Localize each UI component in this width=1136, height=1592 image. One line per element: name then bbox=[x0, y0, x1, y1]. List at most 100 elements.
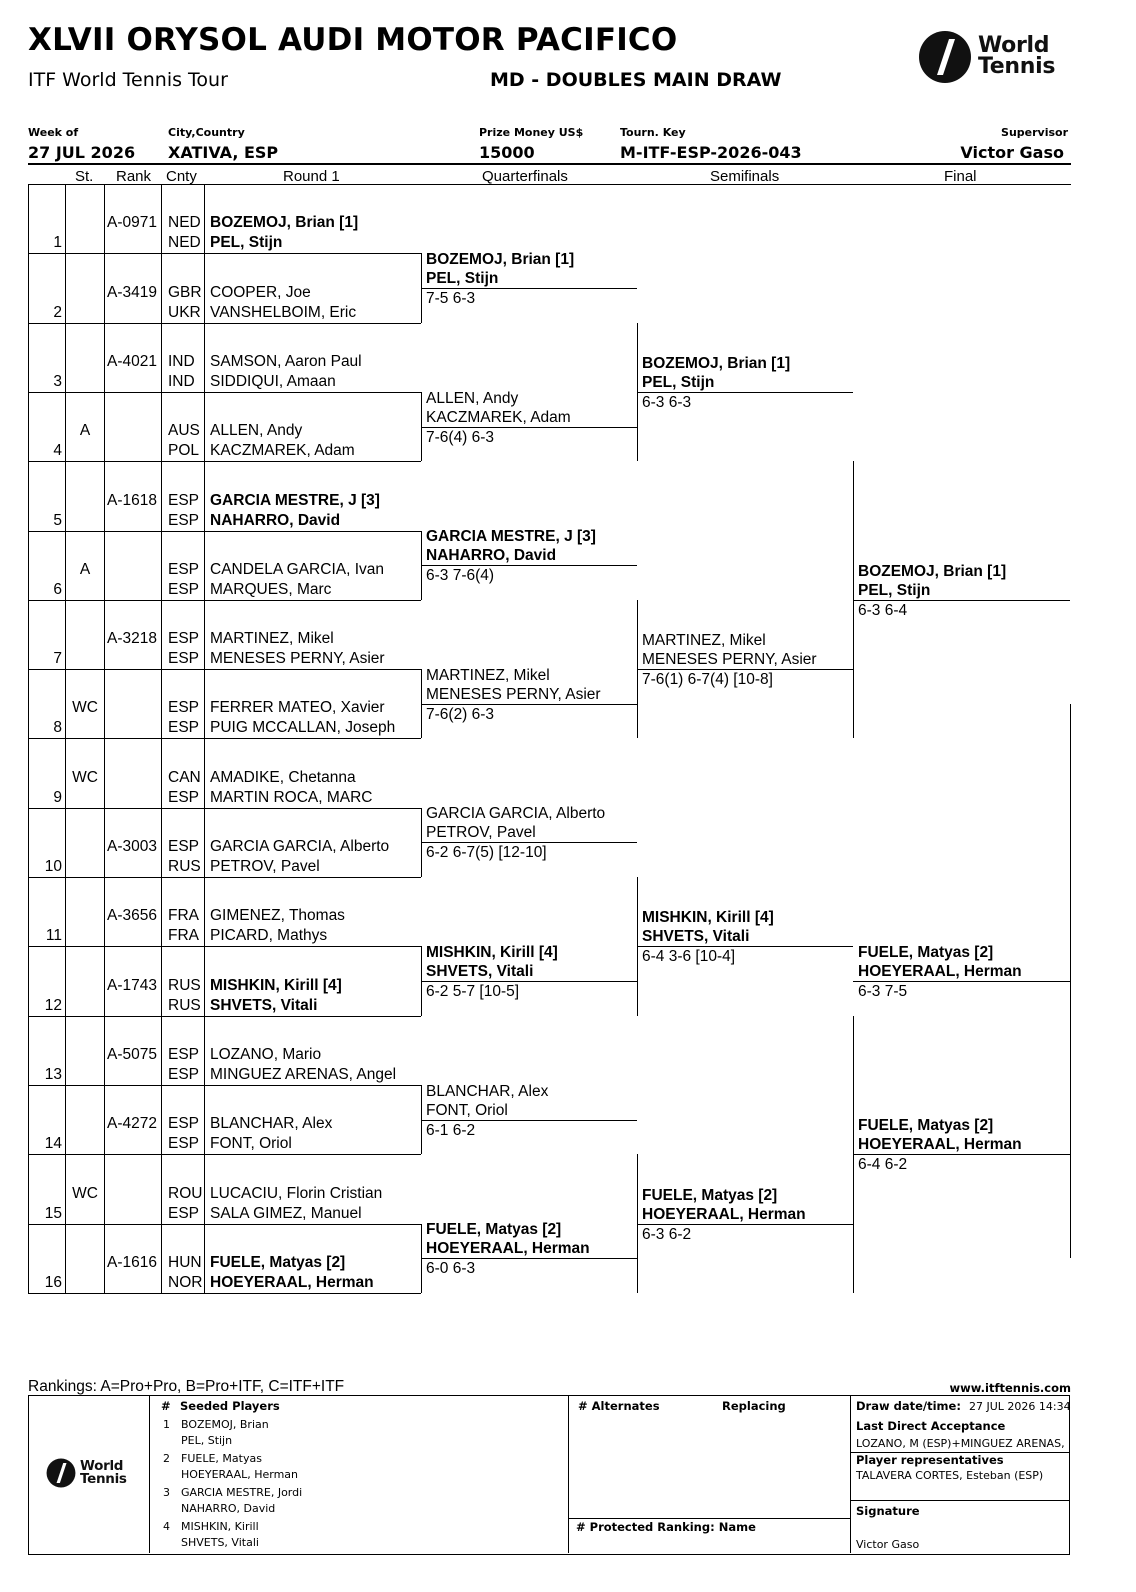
slot-divider bbox=[28, 877, 204, 878]
semifinals-line bbox=[637, 391, 853, 393]
player-rep-value: TALAVERA CORTES, Esteban (ESP) bbox=[856, 1469, 1044, 1482]
final-connector bbox=[853, 461, 854, 739]
r1-line bbox=[204, 877, 421, 878]
quarterfinals-score: 6-2 5-7 [10-5] bbox=[426, 982, 520, 1000]
country-code: FRA bbox=[168, 927, 199, 945]
final-winner-name: BOZEMOJ, Brian [1] bbox=[858, 562, 1007, 580]
country-code: ESP bbox=[168, 699, 200, 717]
draw-position: 3 bbox=[53, 372, 62, 390]
semifinals-winner-name: SHVETS, Vitali bbox=[642, 928, 750, 946]
quarterfinals-connector bbox=[421, 669, 422, 739]
country-code: ROU bbox=[168, 1184, 203, 1202]
signature-label: Signature bbox=[856, 1504, 920, 1518]
country-code: IND bbox=[168, 352, 195, 370]
quarterfinals-score: 6-0 6-3 bbox=[426, 1260, 476, 1278]
slot-divider bbox=[28, 391, 204, 393]
quarterfinals-line bbox=[421, 426, 637, 428]
player-name: SHVETS, Vitali bbox=[210, 996, 318, 1014]
draw-position: 8 bbox=[53, 719, 62, 737]
world-tennis-logo-icon bbox=[919, 31, 971, 83]
city-label: City,Country bbox=[168, 126, 245, 139]
country-code: GBR bbox=[168, 283, 202, 301]
champion-name: HOEYERAAL, Herman bbox=[858, 962, 1022, 980]
quarterfinals-winner-name: BOZEMOJ, Brian [1] bbox=[426, 250, 575, 268]
player-rank: A-3218 bbox=[107, 630, 157, 648]
country-code: ESP bbox=[168, 491, 200, 509]
player-rank: A-3656 bbox=[107, 907, 157, 925]
quarterfinals-winner-name: KACZMAREK, Adam bbox=[426, 408, 571, 426]
country-code: ESP bbox=[168, 1115, 200, 1133]
tourn-key-value: M-ITF-ESP-2026-043 bbox=[620, 143, 802, 162]
player-name: GARCIA MESTRE, J [3] bbox=[210, 491, 380, 509]
player-rank: A-1618 bbox=[107, 491, 157, 509]
slot-divider bbox=[28, 461, 204, 463]
player-name: MENESES PERNY, Asier bbox=[210, 650, 385, 668]
r1-line bbox=[204, 1223, 421, 1225]
final-line bbox=[853, 1154, 1070, 1156]
country-code: NED bbox=[168, 234, 201, 252]
quarterfinals-winner-name: SHVETS, Vitali bbox=[426, 962, 534, 980]
quarterfinals-winner-name: MISHKIN, Kirill [4] bbox=[426, 943, 558, 961]
week-value: 27 JUL 2026 bbox=[28, 143, 136, 162]
player-rank: A-0971 bbox=[107, 214, 157, 232]
r1-line bbox=[204, 669, 421, 671]
footer-logo-word-tennis: Tennis bbox=[80, 1471, 127, 1487]
semifinals-score: 6-3 6-2 bbox=[642, 1225, 692, 1243]
prize-label: Prize Money US$ bbox=[479, 126, 584, 139]
r1-line bbox=[204, 530, 421, 532]
semifinals-winner-name: HOEYERAAL, Herman bbox=[642, 1205, 806, 1223]
quarterfinals-line bbox=[421, 703, 637, 705]
country-code: HUN bbox=[168, 1253, 202, 1271]
prize-value: 15000 bbox=[479, 143, 535, 162]
quarterfinals-line bbox=[421, 842, 637, 844]
signature-rule bbox=[851, 1500, 1069, 1501]
column-header-rule bbox=[28, 184, 1071, 185]
player-name: FONT, Oriol bbox=[210, 1135, 292, 1153]
entry-status: A bbox=[79, 422, 91, 440]
seeded-player-name: SHVETS, Vitali bbox=[181, 1536, 259, 1549]
country-code: RUS bbox=[168, 976, 201, 994]
lda-label: Last Direct Acceptance bbox=[856, 1419, 1006, 1433]
footer-box bbox=[28, 1395, 1070, 1555]
col-final: Final bbox=[944, 168, 977, 185]
tournament-title: XLVII ORYSOL AUDI MOTOR PACIFICO bbox=[28, 22, 678, 58]
player-name: GARCIA GARCIA, Alberto bbox=[210, 838, 390, 855]
semifinals-winner-name: FUELE, Matyas [2] bbox=[642, 1186, 778, 1204]
quarterfinals-connector bbox=[421, 1084, 422, 1155]
quarterfinals-winner-name: MENESES PERNY, Asier bbox=[426, 685, 601, 703]
draw-position: 14 bbox=[44, 1135, 62, 1153]
draw-position: 9 bbox=[53, 788, 62, 806]
r1-line bbox=[204, 946, 421, 948]
signature-value: Victor Gaso bbox=[856, 1538, 920, 1551]
r1-line bbox=[204, 461, 421, 463]
draw-position: 10 bbox=[44, 858, 62, 875]
slot-divider bbox=[28, 253, 204, 255]
player-rank: A-1616 bbox=[107, 1253, 157, 1271]
supervisor-value: Victor Gaso bbox=[960, 143, 1064, 162]
player-name: SAMSON, Aaron Paul bbox=[210, 352, 362, 370]
supervisor-label: Supervisor bbox=[1001, 126, 1068, 139]
protected-ranking-header: # Protected Ranking: Name bbox=[576, 1520, 756, 1534]
footer-divider-1 bbox=[149, 1395, 150, 1553]
slot-divider bbox=[28, 1084, 204, 1086]
player-rank: A-4021 bbox=[107, 352, 157, 370]
replacing-header: Replacing bbox=[722, 1399, 786, 1413]
slot-divider bbox=[28, 669, 204, 671]
col-semifinals: Semifinals bbox=[710, 168, 780, 185]
col-round1: Round 1 bbox=[283, 168, 340, 185]
week-label: Week of bbox=[28, 126, 79, 139]
player-rank: A-5075 bbox=[107, 1045, 157, 1063]
player-name: BLANCHAR, Alex bbox=[210, 1115, 333, 1133]
header-rule bbox=[28, 163, 1071, 165]
player-rank: A-3419 bbox=[107, 283, 157, 301]
draw-position: 15 bbox=[44, 1204, 62, 1222]
website-link[interactable]: www.itftennis.com bbox=[949, 1381, 1071, 1395]
country-code: ESP bbox=[168, 630, 200, 648]
player-rep-label: Player representatives bbox=[856, 1453, 1004, 1467]
semifinals-line bbox=[637, 1223, 853, 1225]
seed-number: 1 bbox=[163, 1418, 170, 1431]
country-code: RUS bbox=[168, 858, 201, 875]
player-name: SALA GIMEZ, Manuel bbox=[210, 1204, 362, 1222]
champion-connector bbox=[1070, 703, 1071, 1259]
final-line bbox=[853, 599, 1070, 601]
